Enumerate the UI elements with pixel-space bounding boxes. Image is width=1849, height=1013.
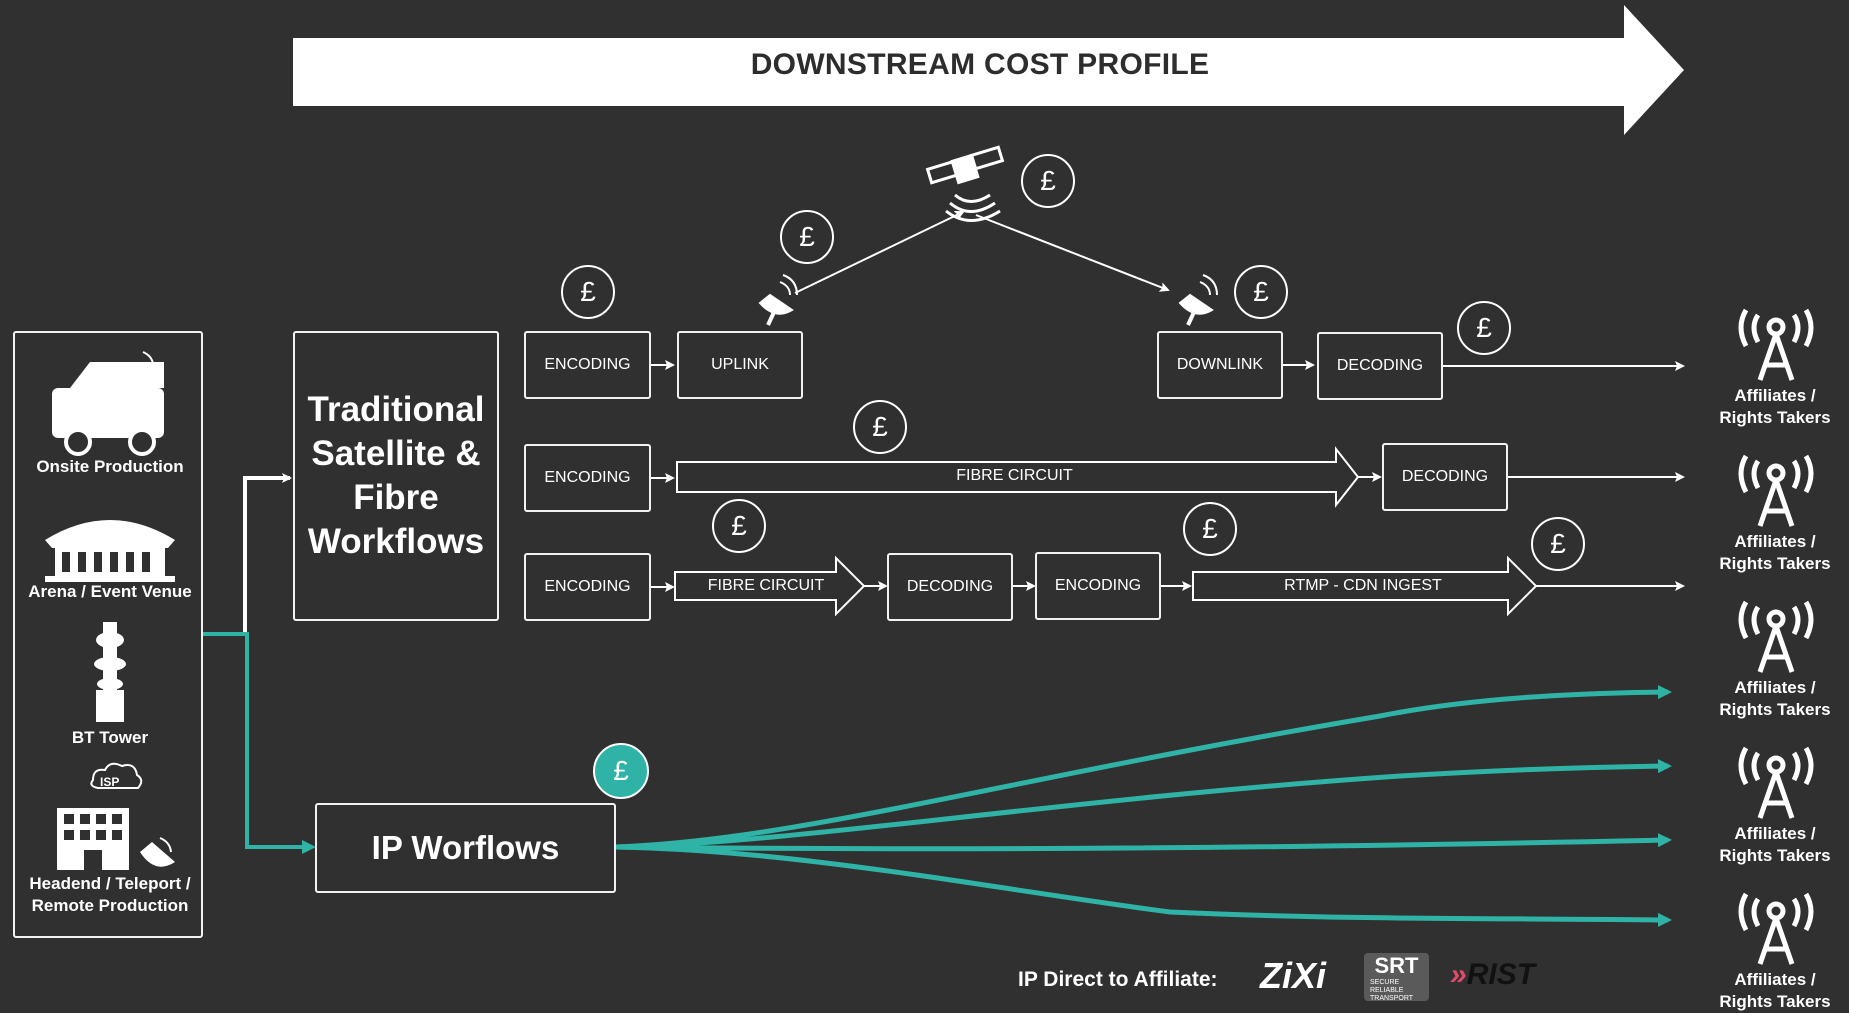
downlink-dish-icon bbox=[1178, 274, 1218, 326]
affiliate-label: Affiliates / Rights Takers bbox=[1719, 970, 1831, 1011]
header-title: DOWNSTREAM COST PROFILE bbox=[750, 48, 1210, 81]
srt-logo: SRT SECURE RELIABLE TRANSPORT bbox=[1364, 953, 1429, 1002]
row3-rtmp-label: RTMP - CDN INGEST bbox=[1284, 577, 1442, 594]
headend-icon bbox=[57, 762, 175, 870]
ip-direct-label: IP Direct to Affiliate: bbox=[1018, 968, 1218, 991]
cost-icon: £ bbox=[1183, 502, 1237, 556]
row3-decoding: DECODING bbox=[887, 553, 1013, 621]
ip-workflows-box: IP Worflows bbox=[315, 803, 616, 893]
fibre-circuit-arrow-1 bbox=[676, 446, 1360, 508]
affiliate-antennas bbox=[1738, 308, 1814, 965]
cost-icon: £ bbox=[780, 210, 834, 264]
cost-icon: £ bbox=[712, 499, 766, 553]
row1-decoding: DECODING bbox=[1317, 332, 1443, 400]
srt-logo-subtitle: SECURE RELIABLE TRANSPORT bbox=[1370, 979, 1414, 1002]
antenna-icon bbox=[1738, 892, 1814, 965]
row1-uplink: UPLINK bbox=[677, 331, 803, 399]
cost-icon: £ bbox=[1457, 301, 1511, 355]
antenna-icon bbox=[1738, 746, 1814, 819]
cost-icon: £ bbox=[853, 400, 907, 454]
affiliate-label: Affiliates / Rights Takers bbox=[1719, 386, 1831, 427]
source-label-headend: Headend / Teleport / Remote Production bbox=[29, 874, 191, 915]
affiliate-label: Affiliates / Rights Takers bbox=[1719, 824, 1831, 865]
affiliate-label: Affiliates / Rights Takers bbox=[1719, 678, 1831, 719]
header-arrow bbox=[293, 5, 1684, 135]
source-to-ip-line bbox=[203, 632, 316, 854]
source-label-arena: Arena / Event Venue bbox=[28, 582, 192, 601]
zixi-logo: ZiXi bbox=[1260, 955, 1327, 996]
traditional-workflows-box: Traditional Satellite & Fibre Workflows bbox=[293, 331, 499, 621]
ip-cost-icon: £ bbox=[593, 743, 649, 799]
downlink-beam bbox=[975, 214, 1170, 292]
uplink-beam bbox=[794, 210, 965, 294]
row1-encoding: ENCODING bbox=[524, 331, 651, 399]
row2-fibre-circuit-label: FIBRE CIRCUIT bbox=[956, 467, 1073, 484]
row2-decoding: DECODING bbox=[1382, 443, 1508, 511]
uplink-dish-icon bbox=[758, 274, 798, 326]
arena-icon bbox=[45, 520, 175, 582]
antenna-icon bbox=[1738, 454, 1814, 527]
source-label-bt-tower: BT Tower bbox=[71, 728, 149, 747]
van-icon bbox=[52, 351, 164, 456]
row3-fibre-circuit-label: FIBRE CIRCUIT bbox=[707, 577, 825, 594]
satellite-icon bbox=[925, 145, 1005, 222]
cost-icon: £ bbox=[1021, 154, 1075, 208]
row3-encoding-2: ENCODING bbox=[1035, 552, 1161, 620]
srt-logo-text: SRT bbox=[1374, 953, 1419, 978]
source-panel bbox=[13, 331, 203, 938]
source-label-onsite: Onsite Production bbox=[36, 457, 184, 476]
isp-cloud-label: ISP bbox=[100, 775, 120, 789]
cost-icon: £ bbox=[1234, 265, 1288, 319]
affiliate-label: Affiliates / Rights Takers bbox=[1719, 532, 1831, 573]
rist-chevron-icon: » bbox=[1450, 958, 1467, 991]
cost-icon: £ bbox=[561, 265, 615, 319]
row3-encoding: ENCODING bbox=[524, 553, 651, 621]
row1-downlink: DOWNLINK bbox=[1157, 331, 1283, 399]
rtmp-arrow bbox=[1192, 555, 1538, 617]
antenna-icon bbox=[1738, 308, 1814, 381]
cost-icon: £ bbox=[1531, 517, 1585, 571]
rist-logo-text: RIST bbox=[1466, 958, 1536, 991]
rist-logo: »RIST bbox=[1450, 958, 1535, 992]
fibre-circuit-arrow-2 bbox=[674, 555, 866, 617]
ip-curves bbox=[614, 685, 1672, 927]
source-to-traditional-line bbox=[203, 473, 292, 636]
bt-tower-icon bbox=[94, 622, 126, 722]
row2-encoding: ENCODING bbox=[524, 444, 651, 512]
antenna-icon bbox=[1738, 600, 1814, 673]
